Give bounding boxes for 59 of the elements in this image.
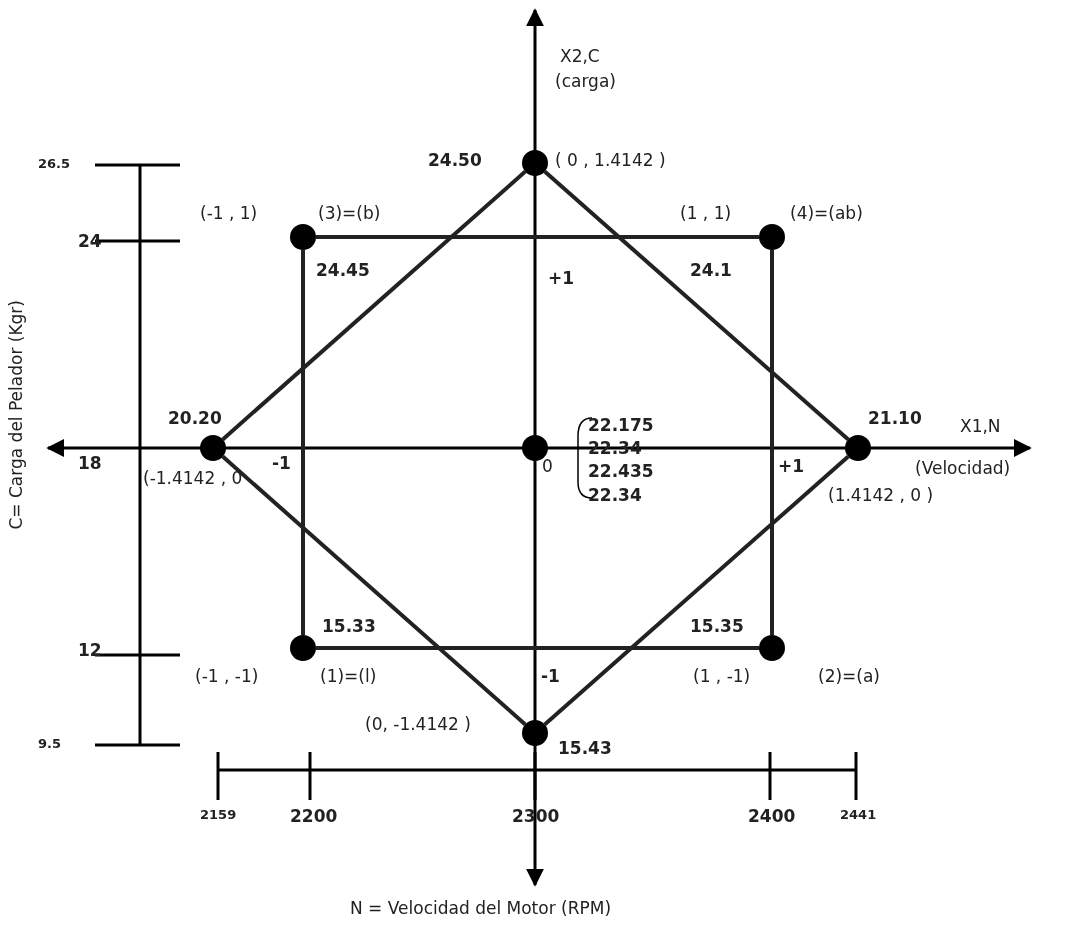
axis-label: 24 xyxy=(78,233,102,250)
response-value: 24.45 xyxy=(316,262,370,279)
response-value: 15.33 xyxy=(322,618,376,635)
axis-label: 9.5 xyxy=(38,737,62,750)
response-value: 21.10 xyxy=(868,410,922,427)
coordinate-label: (0, -1.4142 ) xyxy=(365,716,471,733)
design-point xyxy=(759,224,785,250)
response-value: 22.34 xyxy=(588,487,642,504)
axis-label: 2200 xyxy=(290,808,338,825)
axis-label: N = Velocidad del Motor (RPM) xyxy=(350,900,612,917)
axis-label: 18 xyxy=(78,455,102,472)
axis-label: (carga) xyxy=(555,73,616,90)
coordinate-label: (3)=(b) xyxy=(318,205,381,222)
axis-label: +1 xyxy=(548,270,575,287)
response-value: 22.175 xyxy=(588,417,654,434)
design-point xyxy=(522,435,548,461)
design-point xyxy=(759,635,785,661)
connector-line xyxy=(543,455,850,726)
connector-line xyxy=(301,250,305,635)
axis-label: -1 xyxy=(541,668,560,685)
axis-label: (Velocidad) xyxy=(915,460,1011,477)
response-value: 15.35 xyxy=(690,618,744,635)
axis-label: 2159 xyxy=(200,808,237,821)
axis-label: 12 xyxy=(78,642,102,659)
connector-line xyxy=(221,455,527,726)
coordinate-label: (1 , -1) xyxy=(693,668,751,685)
design-point xyxy=(522,150,548,176)
coordinate-label: (-1 , -1) xyxy=(195,668,259,685)
response-value: 24.1 xyxy=(690,262,732,279)
axis-title: C= Carga del Pelador (Kgr) xyxy=(8,300,25,530)
coordinate-label: (1 , 1) xyxy=(680,205,732,222)
axis-label: X1,N xyxy=(960,418,1001,435)
axis-label: X2,C xyxy=(560,48,600,65)
connector-line xyxy=(316,646,759,650)
axis-label: 2400 xyxy=(748,808,796,825)
coordinate-label: (4)=(ab) xyxy=(790,205,863,222)
response-value: 15.43 xyxy=(558,740,612,757)
design-point xyxy=(845,435,871,461)
coordinate-label: (-1 , 1) xyxy=(200,205,258,222)
axis-label: 26.5 xyxy=(38,157,71,170)
connector-line xyxy=(770,250,774,635)
coordinate-label: (1.4142 , 0 ) xyxy=(828,487,934,504)
axis-label: 0 xyxy=(542,458,553,475)
connector-line xyxy=(221,170,527,441)
coordinate-label: (2)=(a) xyxy=(818,668,880,685)
design-point xyxy=(290,635,316,661)
response-value: 20.20 xyxy=(168,410,222,427)
connector-line xyxy=(316,235,759,239)
coordinate-label: (1)=(l) xyxy=(320,668,377,685)
connector-line xyxy=(543,170,850,441)
response-value: 22.435 xyxy=(588,463,654,480)
axis-label: +1 xyxy=(778,458,805,475)
axis-label: 2441 xyxy=(840,808,877,821)
design-point xyxy=(290,224,316,250)
design-point xyxy=(200,435,226,461)
coordinate-label: ( 0 , 1.4142 ) xyxy=(555,152,666,169)
design-point xyxy=(522,720,548,746)
response-value: 24.50 xyxy=(428,152,482,169)
axis-label: -1 xyxy=(272,455,291,472)
